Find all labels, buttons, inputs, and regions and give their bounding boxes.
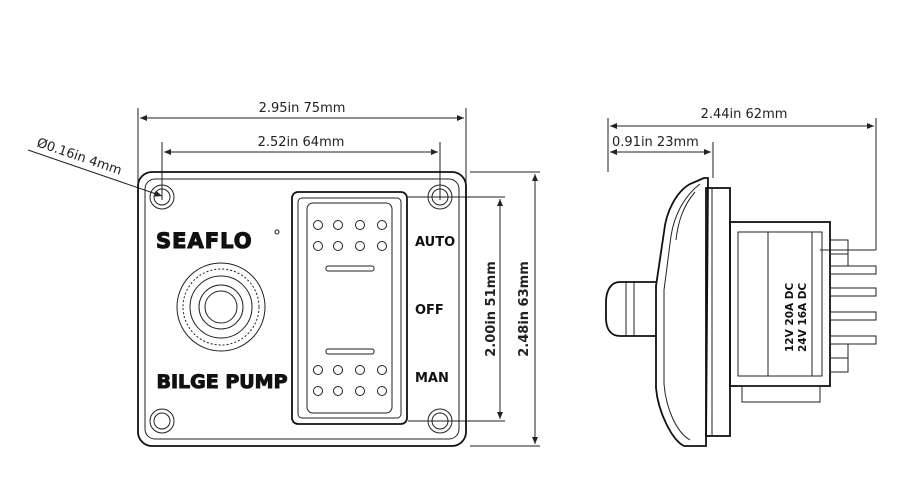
switch-dot — [355, 220, 365, 230]
width-overall-label: 2.95in 75mm — [259, 101, 346, 116]
mounting-hole-icon — [149, 408, 175, 434]
mounting-hole-icon — [427, 408, 453, 434]
switch-dot — [377, 241, 387, 251]
switch-body — [729, 221, 831, 387]
switch-dot — [313, 386, 323, 396]
mounting-flange — [705, 187, 731, 437]
position-label-auto: AUTO — [415, 235, 455, 250]
depth-overall-label: 2.44in 62mm — [701, 107, 788, 122]
position-label-man: MAN — [415, 371, 449, 386]
switch-dot — [355, 241, 365, 251]
panel-outline — [137, 171, 467, 447]
depth-front-label: 0.91in 23mm — [612, 135, 699, 150]
indicator-lens-icon — [605, 281, 656, 337]
hole-diameter-leader — [27, 149, 163, 197]
switch-dot — [377, 386, 387, 396]
switch-dot — [333, 386, 343, 396]
height-overall-label: 2.48in 63mm — [517, 261, 532, 357]
switch-dot — [355, 365, 365, 375]
height-switch-label: 2.00in 51mm — [484, 261, 499, 357]
switch-dot — [355, 386, 365, 396]
front-view: 2.95in 75mm 2.52in 64mm Ø0.16in 4mm 2.00… — [27, 101, 540, 447]
brand-logo: SEAFLO — [156, 229, 253, 253]
switch-dot — [313, 365, 323, 375]
switch-dot — [377, 220, 387, 230]
indicator-light-icon — [176, 262, 266, 352]
switch-dot — [333, 220, 343, 230]
hole-spacing-label: 2.52in 64mm — [258, 135, 345, 150]
switch-dot — [313, 220, 323, 230]
switch-dot — [313, 241, 323, 251]
side-view: 2.44in 62mm 0.91in 23mm 12V 20A DC 24V 1… — [605, 107, 877, 447]
rating-line-2: 24V 16A DC — [797, 282, 809, 352]
mounting-hole-icon — [427, 184, 453, 210]
position-label-off: OFF — [415, 303, 444, 318]
switch-dot — [333, 365, 343, 375]
rocker-switch — [291, 191, 408, 425]
bezel-outline — [655, 177, 709, 447]
switch-dot — [377, 365, 387, 375]
rating-line-1: 12V 20A DC — [784, 282, 796, 352]
terminal-pins — [829, 239, 877, 373]
panel-label: BILGE PUMP — [156, 371, 287, 393]
mounting-hole-icon — [149, 184, 175, 210]
switch-dot — [333, 241, 343, 251]
